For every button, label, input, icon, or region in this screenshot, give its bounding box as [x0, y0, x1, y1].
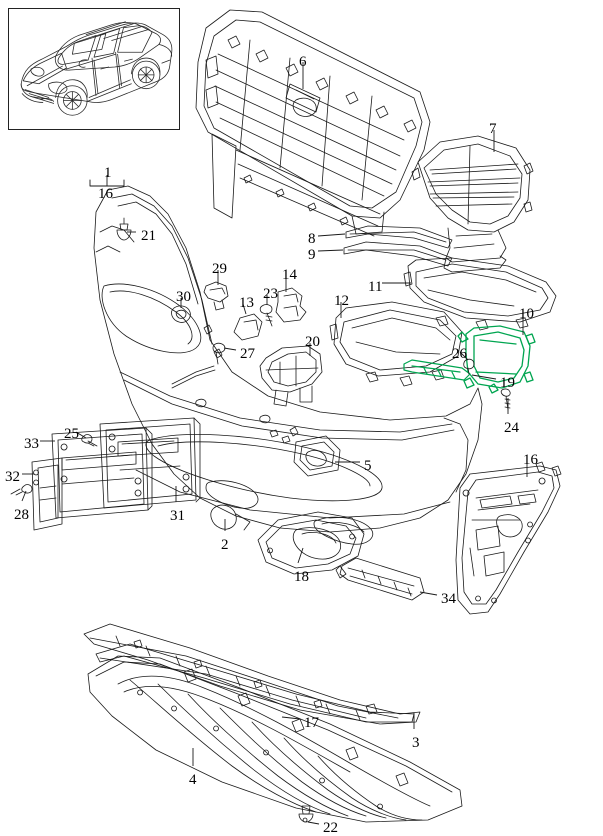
callout-number-7: 7: [489, 121, 497, 137]
callout-number-26: 26: [452, 346, 467, 362]
part-16-mounting-bracket: [455, 461, 562, 615]
callout-number-3: 3: [412, 735, 420, 751]
callout-number-29: 29: [212, 261, 227, 277]
callout-number-14: 14: [282, 267, 297, 283]
part-24-screw: [500, 388, 511, 411]
part-14-clip-bracket: [275, 287, 307, 323]
part-7-side-intake-grille: [411, 135, 534, 273]
callout-number-16: 16: [523, 452, 538, 468]
part-29-bracket: [203, 281, 229, 311]
callout-number-30: 30: [176, 289, 191, 305]
leader-line-26: [459, 351, 469, 361]
part-25-screw: [81, 434, 98, 447]
callout-number-28: 28: [14, 507, 29, 523]
part-34-trim-strip: [335, 557, 425, 601]
part-8-trim-strip: [345, 225, 453, 249]
leader-line-17: [281, 716, 301, 720]
part-9-trim-strip: [343, 241, 453, 267]
part-13-retainer: [233, 313, 263, 341]
callout-number-25: 25: [64, 426, 79, 442]
callout-number-33: 33: [24, 436, 39, 452]
part-22-screw: [298, 805, 314, 823]
part-19-bracket: [403, 359, 471, 381]
vehicle-illustration: [20, 21, 173, 116]
callout-number-16: 16: [98, 186, 113, 202]
callout-number-18: 18: [294, 569, 309, 585]
leader-line-28: [21, 490, 27, 502]
callout-number-12: 12: [334, 293, 349, 309]
leader-line-8: [317, 233, 346, 237]
callout-number-6: 6: [299, 54, 307, 70]
leader-line-18: [297, 547, 304, 564]
part-21-screw: [116, 217, 132, 241]
part-23-screw: [259, 304, 273, 327]
part-31-license-plate-holder: [99, 417, 201, 509]
callout-number-32: 32: [5, 469, 20, 485]
part-2-cap: [210, 504, 251, 531]
callout-number-27: 27: [240, 346, 255, 362]
leader-line-34: [419, 591, 438, 596]
callout-number-2: 2: [221, 537, 229, 553]
callout-number-11: 11: [368, 279, 383, 295]
callout-number-23: 23: [263, 286, 278, 302]
vehicle-thumbnail-box: [8, 8, 180, 130]
part-33-license-plate-holder: [31, 427, 153, 531]
callout-number-13: 13: [239, 295, 254, 311]
callout-number-17: 17: [304, 715, 319, 731]
leader-line-27: [223, 347, 237, 351]
callout-number-22: 22: [323, 820, 338, 836]
callout-number-34: 34: [441, 591, 456, 607]
part-30-grommet: [171, 305, 191, 323]
callout-number-10: 10: [519, 306, 534, 322]
part-17-lower-valance: [83, 623, 421, 725]
callout-number-1: 1: [104, 165, 112, 181]
part-1-bumper-cover: [93, 185, 483, 545]
callout-number-31: 31: [170, 508, 185, 524]
callout-number-24: 24: [504, 420, 519, 436]
leader-line-13: [242, 303, 247, 315]
callout-number-21: 21: [141, 228, 156, 244]
part-28-screw: [10, 484, 33, 496]
part-3-spoiler-lip: [95, 643, 415, 723]
callout-number-20: 20: [305, 334, 320, 350]
callout-number-19: 19: [500, 375, 515, 391]
callout-number-4: 4: [189, 772, 197, 788]
part-20-support-bracket: [259, 345, 323, 407]
leader-line-9: [317, 249, 344, 252]
part-6-center-grille: [195, 9, 431, 237]
callout-number-5: 5: [364, 458, 372, 474]
leader-line-22: [307, 821, 320, 825]
part-11-bezel-frame: [403, 257, 557, 331]
callout-number-8: 8: [308, 231, 316, 247]
leader-line-25: [75, 431, 87, 439]
part-4-underbody-spoiler: [87, 655, 463, 823]
part-18-fog-lamp-trim: [257, 511, 365, 575]
part-12-bezel-frame: [329, 301, 463, 387]
leader-line-19: [471, 374, 497, 380]
part-26-clip: [463, 358, 475, 375]
callout-number-9: 9: [308, 247, 316, 263]
